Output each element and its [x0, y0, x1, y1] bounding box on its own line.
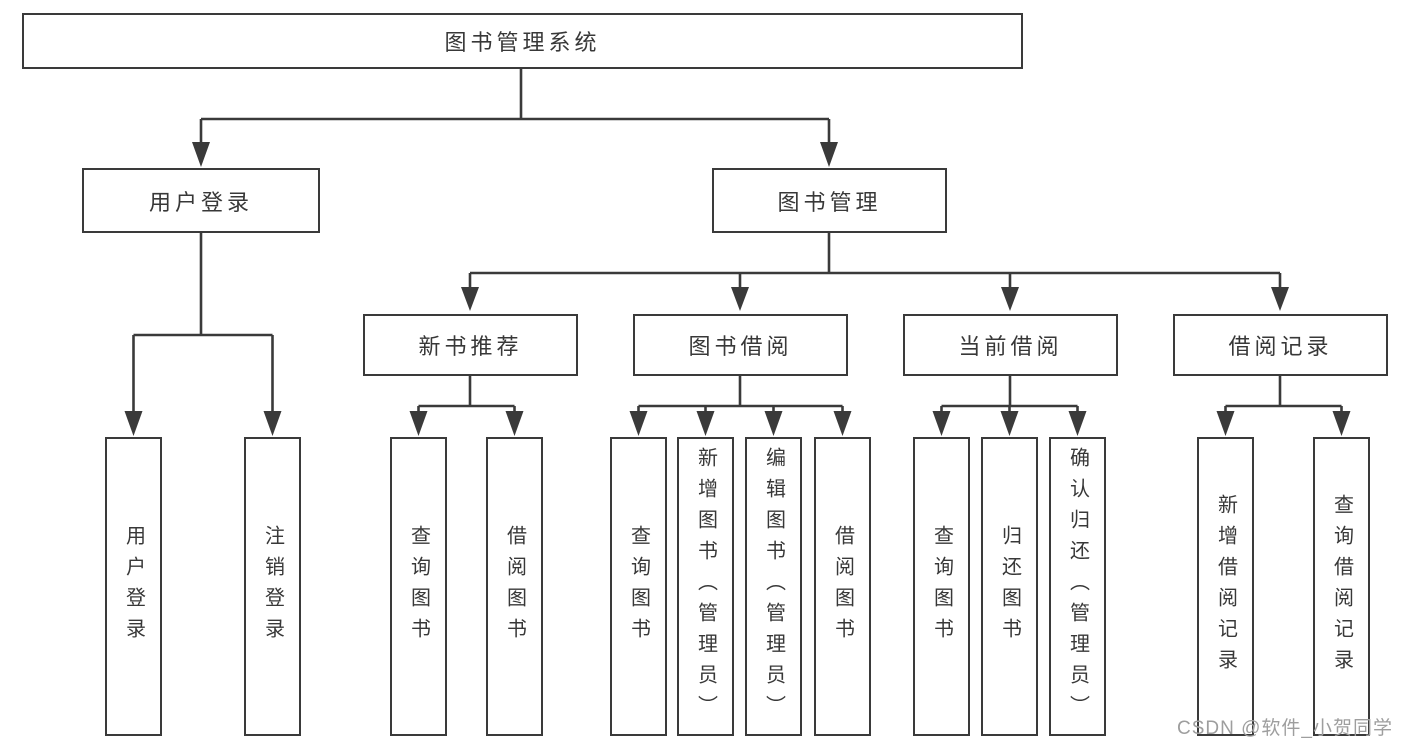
watermark: CSDN @软件_小贺同学: [1177, 718, 1393, 739]
leaf-add-borrow-record: 新增借阅记录: [1197, 437, 1254, 736]
node-book-management: 图书管理: [712, 168, 947, 233]
leaf-query-books-current-label: 查询图书: [930, 524, 953, 649]
leaf-logout: 注销登录: [244, 437, 301, 736]
node-book-borrow: 图书借阅: [633, 314, 848, 376]
node-user-login: 用户登录: [82, 168, 320, 233]
node-new-book-recommend: 新书推荐: [363, 314, 578, 376]
leaf-user-login: 用户登录: [105, 437, 162, 736]
leaf-query-borrow-record-label: 查询借阅记录: [1330, 493, 1353, 680]
leaf-borrow-books-recommend-label: 借阅图书: [503, 524, 526, 649]
leaf-query-books-borrow: 查询图书: [610, 437, 667, 736]
leaf-query-books-recommend: 查询图书: [390, 437, 447, 736]
leaf-return-book: 归还图书: [981, 437, 1038, 736]
leaf-add-book-admin-label: 新增图书（管理员）: [694, 447, 717, 726]
leaf-edit-book-admin: 编辑图书（管理员）: [745, 437, 802, 736]
leaf-query-books-current: 查询图书: [913, 437, 970, 736]
leaf-edit-book-admin-label: 编辑图书（管理员）: [762, 447, 785, 726]
leaf-user-login-label: 用户登录: [122, 524, 145, 649]
leaf-confirm-return-admin-label: 确认归还（管理员）: [1066, 447, 1089, 726]
leaf-logout-label: 注销登录: [261, 524, 284, 649]
leaf-query-books-borrow-label: 查询图书: [627, 524, 650, 649]
leaf-query-books-recommend-label: 查询图书: [407, 524, 430, 649]
leaf-return-book-label: 归还图书: [998, 524, 1021, 649]
leaf-add-borrow-record-label: 新增借阅记录: [1214, 493, 1237, 680]
leaf-add-book-admin: 新增图书（管理员）: [677, 437, 734, 736]
leaf-query-borrow-record: 查询借阅记录: [1313, 437, 1370, 736]
node-library-management-system: 图书管理系统: [22, 13, 1023, 69]
node-borrow-records: 借阅记录: [1173, 314, 1388, 376]
leaf-borrow-books-label: 借阅图书: [831, 524, 854, 649]
leaf-borrow-books: 借阅图书: [814, 437, 871, 736]
node-current-borrow: 当前借阅: [903, 314, 1118, 376]
leaf-borrow-books-recommend: 借阅图书: [486, 437, 543, 736]
leaf-confirm-return-admin: 确认归还（管理员）: [1049, 437, 1106, 736]
